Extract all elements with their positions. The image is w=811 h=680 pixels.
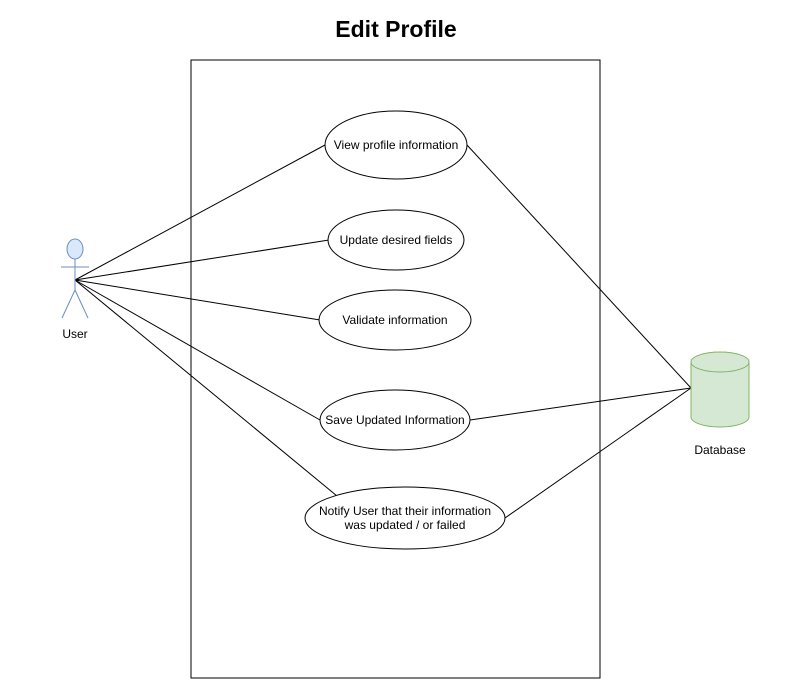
diagram-title: Edit Profile (335, 16, 456, 42)
use-case-save: Save Updated Information (319, 389, 471, 451)
database-cylinder-body (690, 362, 750, 428)
actor-user-right-leg (74, 289, 89, 319)
use-case-notify-ellipse (304, 486, 506, 550)
actor-user-left-leg (61, 289, 76, 319)
use-case-view-ellipse (324, 110, 468, 180)
actor-database: Database (690, 351, 750, 457)
association-database-view (466, 144, 692, 389)
association-database-notify (504, 387, 692, 519)
use-case-validate: Validate information (318, 289, 472, 351)
association-database-save (469, 387, 692, 421)
actor-user-head (66, 238, 84, 260)
association-user-notify (74, 279, 338, 497)
use-case-update-ellipse (327, 209, 465, 271)
use-case-update-label: Update desired fields (340, 233, 453, 247)
database-cylinder-top (690, 351, 750, 373)
actor-database-label: Database (694, 443, 746, 457)
use-case-update: Update desired fields (327, 209, 465, 271)
association-user-validate (74, 279, 321, 321)
use-case-save-ellipse (319, 389, 471, 451)
association-user-view (74, 144, 326, 281)
use-case-validate-ellipse (318, 289, 472, 351)
use-case-view-label: View profile information (334, 138, 459, 152)
use-case-notify-label: Notify User that their information (319, 504, 491, 518)
use-case-notify-label: was updated / or failed (344, 518, 466, 532)
association-user-save (74, 279, 321, 421)
association-user-update (74, 239, 330, 281)
use-case-validate-label: Validate information (342, 313, 447, 327)
actor-user: User (61, 238, 89, 341)
association-lines (74, 144, 692, 519)
use-case-view: View profile information (324, 110, 468, 180)
system-boundary (190, 59, 601, 679)
actor-user-label: User (62, 327, 87, 341)
use-case-save-label: Save Updated Information (325, 413, 464, 427)
